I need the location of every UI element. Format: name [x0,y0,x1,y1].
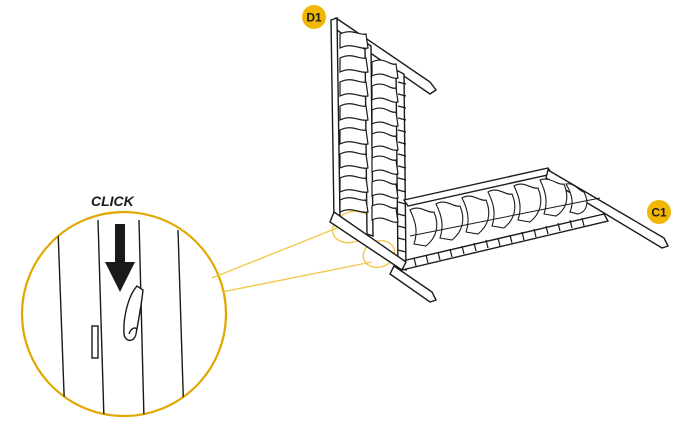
latch-tab [91,325,99,359]
backrest-strap-ticks [397,81,407,253]
latch-clip [123,285,144,342]
badge-d1-circle [302,5,326,29]
badge-d1: D1 [302,5,326,29]
latch-hole [128,327,138,335]
seat-strap-ticks [413,217,585,267]
backrest-right-post [395,68,407,271]
backrest-left-post [330,17,341,221]
seat-frame [329,167,669,303]
badge-c1-label: C1 [651,206,667,220]
click-label: CLICK [91,193,135,209]
seat-centre-rod [409,197,601,237]
zoom-detail: CLICK [20,193,228,418]
badge-c1: C1 [647,200,671,224]
callout-lines [211,210,396,293]
seat-left-tube [389,264,437,303]
backrest-webbing [339,31,399,223]
zoom-rail-lines [57,219,185,416]
badge-d1-label: D1 [306,11,322,25]
seat-left-bracket [329,210,407,272]
zoom-circle [20,210,228,418]
badge-c1-circle [647,200,671,224]
arrow-down-icon [105,224,135,292]
seat-webbing [409,178,588,247]
